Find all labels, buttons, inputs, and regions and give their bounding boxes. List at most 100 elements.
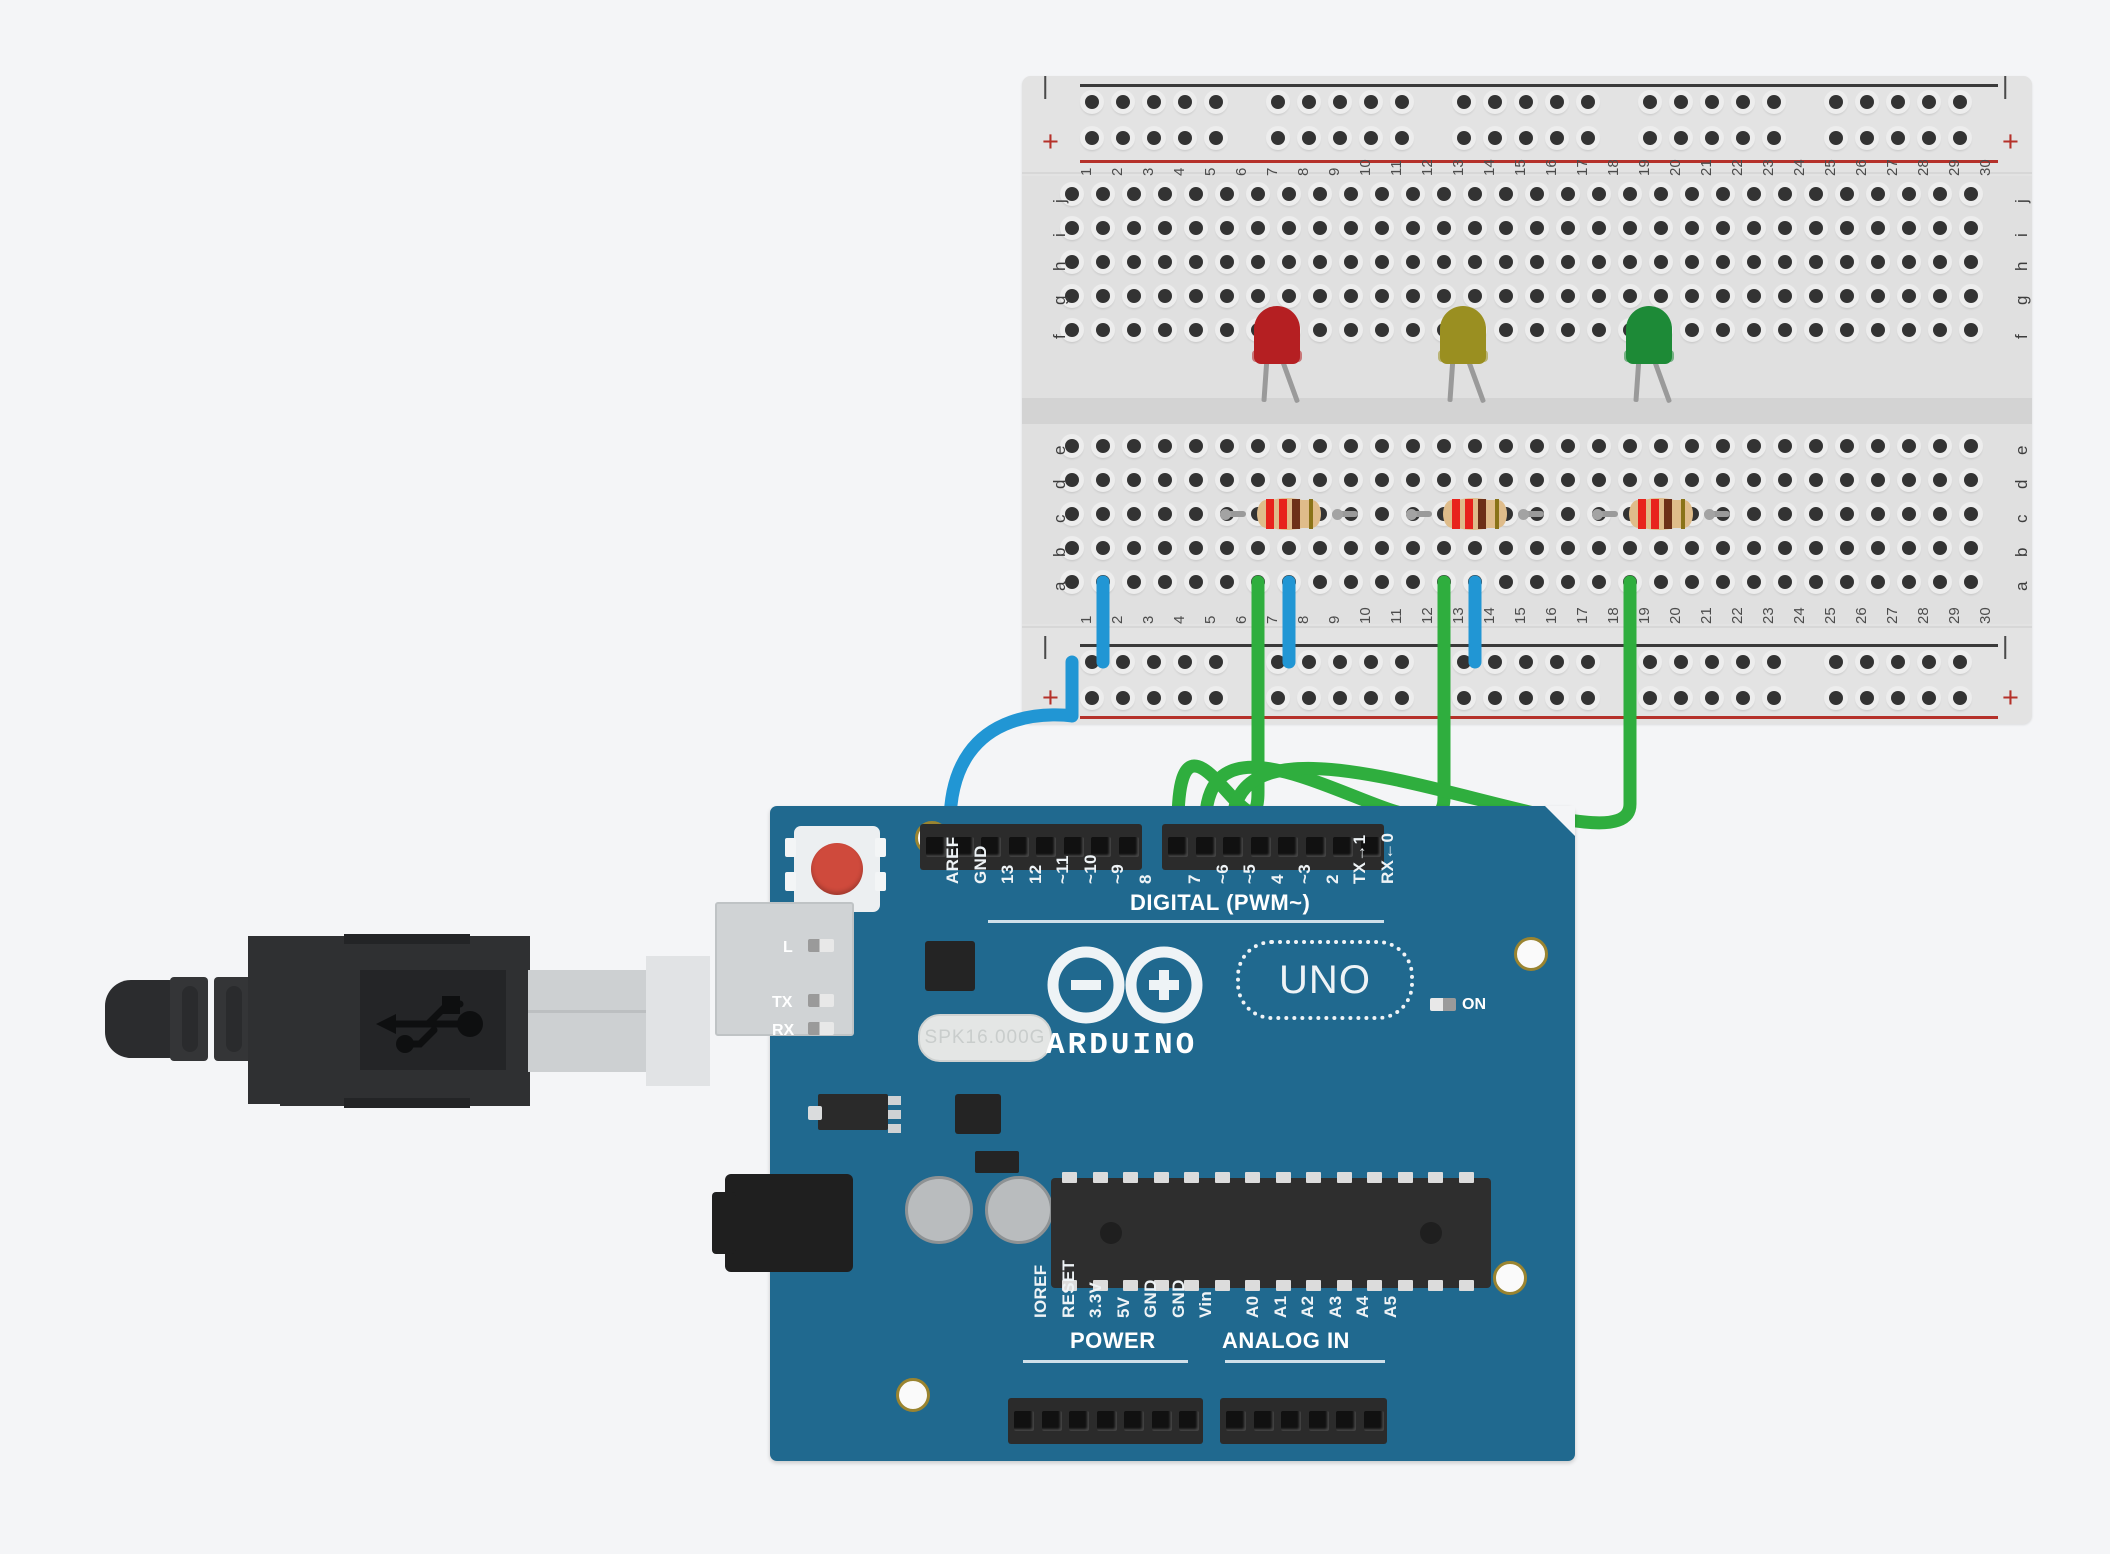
hole-c5[interactable] bbox=[1189, 507, 1203, 521]
rail-hole-bottom-neg-17[interactable] bbox=[1674, 655, 1688, 669]
hole-b1[interactable] bbox=[1065, 541, 1079, 555]
hole-f24[interactable] bbox=[1778, 323, 1792, 337]
analog-pin-4[interactable] bbox=[1308, 1411, 1329, 1431]
rail-hole-bottom-pos-3[interactable] bbox=[1147, 691, 1161, 705]
hole-i9[interactable] bbox=[1313, 221, 1327, 235]
rail-hole-top-neg-19[interactable] bbox=[1736, 95, 1750, 109]
hole-d12[interactable] bbox=[1406, 473, 1420, 487]
hole-b30[interactable] bbox=[1964, 541, 1978, 555]
hole-f28[interactable] bbox=[1902, 323, 1916, 337]
hole-f2[interactable] bbox=[1096, 323, 1110, 337]
hole-e26[interactable] bbox=[1840, 439, 1854, 453]
rail-hole-bottom-neg-16[interactable] bbox=[1643, 655, 1657, 669]
hole-j22[interactable] bbox=[1716, 187, 1730, 201]
hole-j30[interactable] bbox=[1964, 187, 1978, 201]
rail-hole-bottom-pos-23[interactable] bbox=[1891, 691, 1905, 705]
hole-j25[interactable] bbox=[1809, 187, 1823, 201]
rail-hole-bottom-pos-2[interactable] bbox=[1116, 691, 1130, 705]
rail-hole-top-neg-10[interactable] bbox=[1395, 95, 1409, 109]
hole-h15[interactable] bbox=[1499, 255, 1513, 269]
rail-hole-top-pos-20[interactable] bbox=[1767, 131, 1781, 145]
rail-hole-top-pos-9[interactable] bbox=[1364, 131, 1378, 145]
hole-e12[interactable] bbox=[1406, 439, 1420, 453]
hole-j26[interactable] bbox=[1840, 187, 1854, 201]
hole-c4[interactable] bbox=[1158, 507, 1172, 521]
hole-c29[interactable] bbox=[1933, 507, 1947, 521]
red-led[interactable] bbox=[1252, 306, 1302, 404]
hole-g15[interactable] bbox=[1499, 289, 1513, 303]
usb-b-port[interactable] bbox=[715, 902, 854, 1036]
hole-i5[interactable] bbox=[1189, 221, 1203, 235]
rail-hole-top-neg-15[interactable] bbox=[1581, 95, 1595, 109]
digital-left-pin-7[interactable] bbox=[1091, 837, 1111, 857]
hole-i1[interactable] bbox=[1065, 221, 1079, 235]
hole-j5[interactable] bbox=[1189, 187, 1203, 201]
hole-d22[interactable] bbox=[1716, 473, 1730, 487]
hole-g8[interactable] bbox=[1282, 289, 1296, 303]
hole-d1[interactable] bbox=[1065, 473, 1079, 487]
hole-b4[interactable] bbox=[1158, 541, 1172, 555]
hole-c3[interactable] bbox=[1127, 507, 1141, 521]
hole-d28[interactable] bbox=[1902, 473, 1916, 487]
hole-h18[interactable] bbox=[1592, 255, 1606, 269]
rail-hole-top-pos-5[interactable] bbox=[1209, 131, 1223, 145]
hole-j9[interactable] bbox=[1313, 187, 1327, 201]
hole-a16[interactable] bbox=[1530, 575, 1544, 589]
analog-pin-5[interactable] bbox=[1336, 1411, 1356, 1431]
hole-g14[interactable] bbox=[1468, 289, 1482, 303]
hole-a9[interactable] bbox=[1313, 575, 1327, 589]
hole-f22[interactable] bbox=[1716, 323, 1730, 337]
hole-h12[interactable] bbox=[1406, 255, 1420, 269]
hole-c1[interactable] bbox=[1065, 507, 1079, 521]
rail-hole-bottom-neg-15[interactable] bbox=[1581, 655, 1595, 669]
rail-hole-top-pos-24[interactable] bbox=[1922, 131, 1936, 145]
hole-g5[interactable] bbox=[1189, 289, 1203, 303]
hole-e28[interactable] bbox=[1902, 439, 1916, 453]
hole-b24[interactable] bbox=[1778, 541, 1792, 555]
hole-b22[interactable] bbox=[1716, 541, 1730, 555]
rail-hole-bottom-pos-24[interactable] bbox=[1922, 691, 1936, 705]
hole-a26[interactable] bbox=[1840, 575, 1854, 589]
rail-hole-top-pos-2[interactable] bbox=[1116, 131, 1130, 145]
hole-a13[interactable] bbox=[1437, 575, 1451, 589]
hole-j8[interactable] bbox=[1282, 187, 1296, 201]
hole-a2[interactable] bbox=[1096, 575, 1110, 589]
hole-a6[interactable] bbox=[1220, 575, 1234, 589]
hole-f4[interactable] bbox=[1158, 323, 1172, 337]
hole-j27[interactable] bbox=[1871, 187, 1885, 201]
hole-i14[interactable] bbox=[1468, 221, 1482, 235]
rail-hole-bottom-pos-22[interactable] bbox=[1860, 691, 1874, 705]
rail-hole-top-pos-17[interactable] bbox=[1674, 131, 1688, 145]
hole-g10[interactable] bbox=[1344, 289, 1358, 303]
reset-button-cap[interactable] bbox=[811, 843, 863, 895]
hole-d18[interactable] bbox=[1592, 473, 1606, 487]
hole-e17[interactable] bbox=[1561, 439, 1575, 453]
hole-h6[interactable] bbox=[1220, 255, 1234, 269]
rail-hole-bottom-neg-23[interactable] bbox=[1891, 655, 1905, 669]
hole-g6[interactable] bbox=[1220, 289, 1234, 303]
digital-left-pin-2[interactable] bbox=[953, 837, 974, 857]
power-pin-4[interactable] bbox=[1096, 1411, 1117, 1431]
hole-b8[interactable] bbox=[1282, 541, 1296, 555]
hole-g25[interactable] bbox=[1809, 289, 1823, 303]
rail-hole-bottom-neg-2[interactable] bbox=[1116, 655, 1130, 669]
hole-i2[interactable] bbox=[1096, 221, 1110, 235]
hole-f1[interactable] bbox=[1065, 323, 1079, 337]
hole-a23[interactable] bbox=[1747, 575, 1761, 589]
hole-d15[interactable] bbox=[1499, 473, 1513, 487]
hole-h23[interactable] bbox=[1747, 255, 1761, 269]
hole-d9[interactable] bbox=[1313, 473, 1327, 487]
hole-f25[interactable] bbox=[1809, 323, 1823, 337]
rail-hole-bottom-neg-20[interactable] bbox=[1767, 655, 1781, 669]
hole-d10[interactable] bbox=[1344, 473, 1358, 487]
hole-d13[interactable] bbox=[1437, 473, 1451, 487]
rail-hole-top-pos-15[interactable] bbox=[1581, 131, 1595, 145]
hole-e16[interactable] bbox=[1530, 439, 1544, 453]
hole-f6[interactable] bbox=[1220, 323, 1234, 337]
hole-i12[interactable] bbox=[1406, 221, 1420, 235]
digital-left-pin-6[interactable] bbox=[1063, 837, 1084, 857]
hole-d20[interactable] bbox=[1654, 473, 1668, 487]
hole-g26[interactable] bbox=[1840, 289, 1854, 303]
hole-f30[interactable] bbox=[1964, 323, 1978, 337]
hole-a18[interactable] bbox=[1592, 575, 1606, 589]
